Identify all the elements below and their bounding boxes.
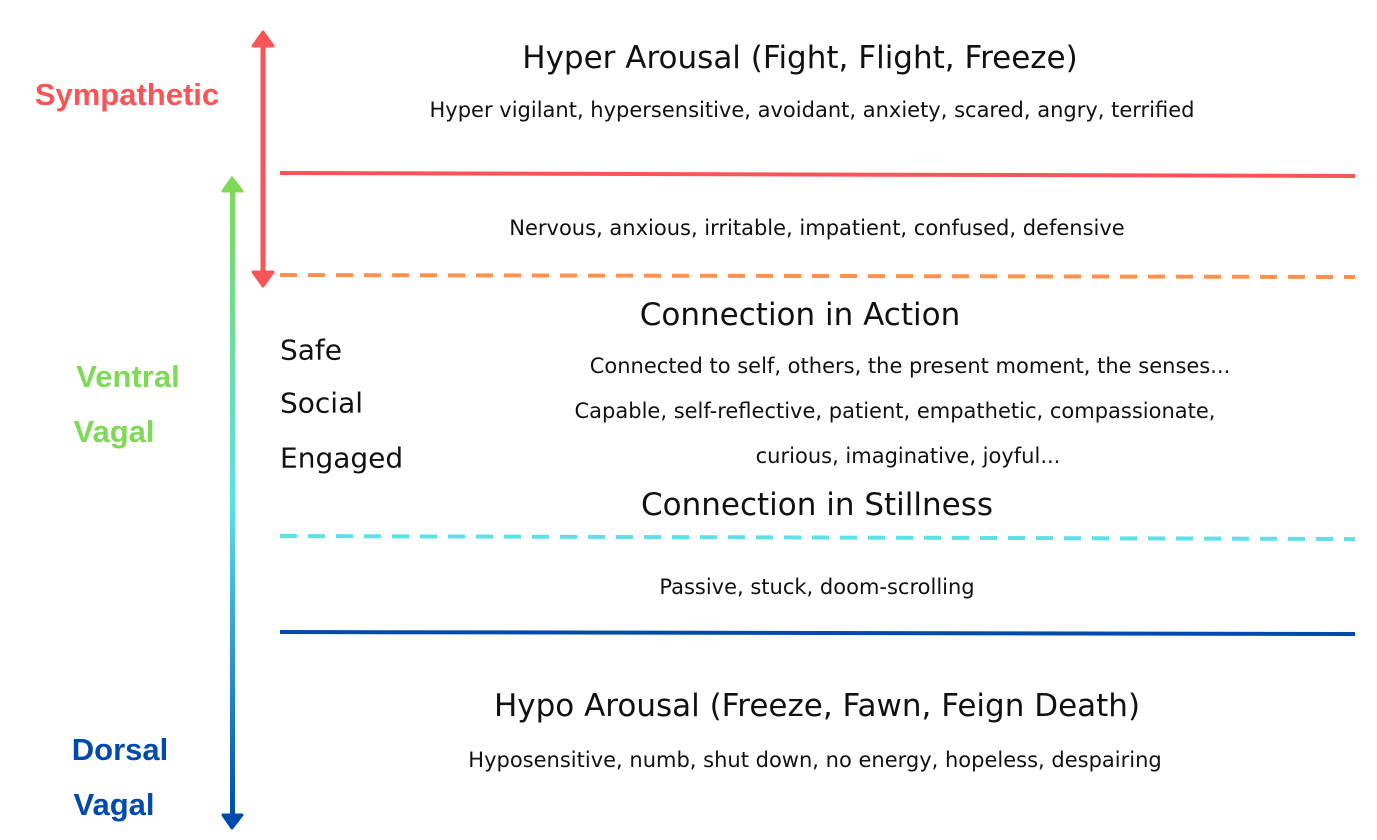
lower-window-dashed-line bbox=[279, 534, 1356, 541]
ventral-label-line1: Ventral bbox=[76, 359, 180, 394]
dorsal-label-line1: Dorsal bbox=[71, 732, 169, 767]
hypo-arousal-title: Hypo Arousal (Freeze, Fawn, Feign Death) bbox=[493, 688, 1141, 724]
sympathetic-arrow bbox=[251, 30, 275, 288]
upper-transition-text: Nervous, anxious, irritable, impatient, … bbox=[509, 216, 1125, 240]
hyper-arousal-title: Hyper Arousal (Fight, Flight, Freeze) bbox=[522, 40, 1078, 76]
state-engaged: Engaged bbox=[280, 441, 404, 475]
hyper-boundary-line bbox=[279, 171, 1356, 178]
upper-window-dashed-line bbox=[279, 273, 1356, 279]
hypo-arousal-description: Hyposensitive, numb, shut down, no energ… bbox=[468, 748, 1162, 772]
lower-transition-text: Passive, stuck, doom-scrolling bbox=[659, 575, 975, 599]
hypo-boundary-line bbox=[279, 630, 1356, 636]
vagal-arrow bbox=[221, 176, 244, 830]
dorsal-label-line2: Vagal bbox=[73, 787, 155, 822]
connection-in-stillness-title: Connection in Stillness bbox=[640, 487, 994, 523]
hyper-arousal-description: Hyper vigilant, hypersensitive, avoidant… bbox=[429, 98, 1195, 122]
state-safe: Safe bbox=[280, 333, 343, 367]
sympathetic-label: Sympathetic bbox=[34, 77, 220, 112]
connection-in-action-title: Connection in Action bbox=[639, 297, 961, 333]
window-description-line2: Capable, self-reflective, patient, empat… bbox=[574, 399, 1216, 423]
state-social: Social bbox=[280, 386, 364, 420]
window-description-line1: Connected to self, others, the present m… bbox=[589, 354, 1231, 378]
window-description-line3: curious, imaginative, joyful... bbox=[755, 444, 1061, 468]
ventral-label-line2: Vagal bbox=[73, 414, 155, 449]
